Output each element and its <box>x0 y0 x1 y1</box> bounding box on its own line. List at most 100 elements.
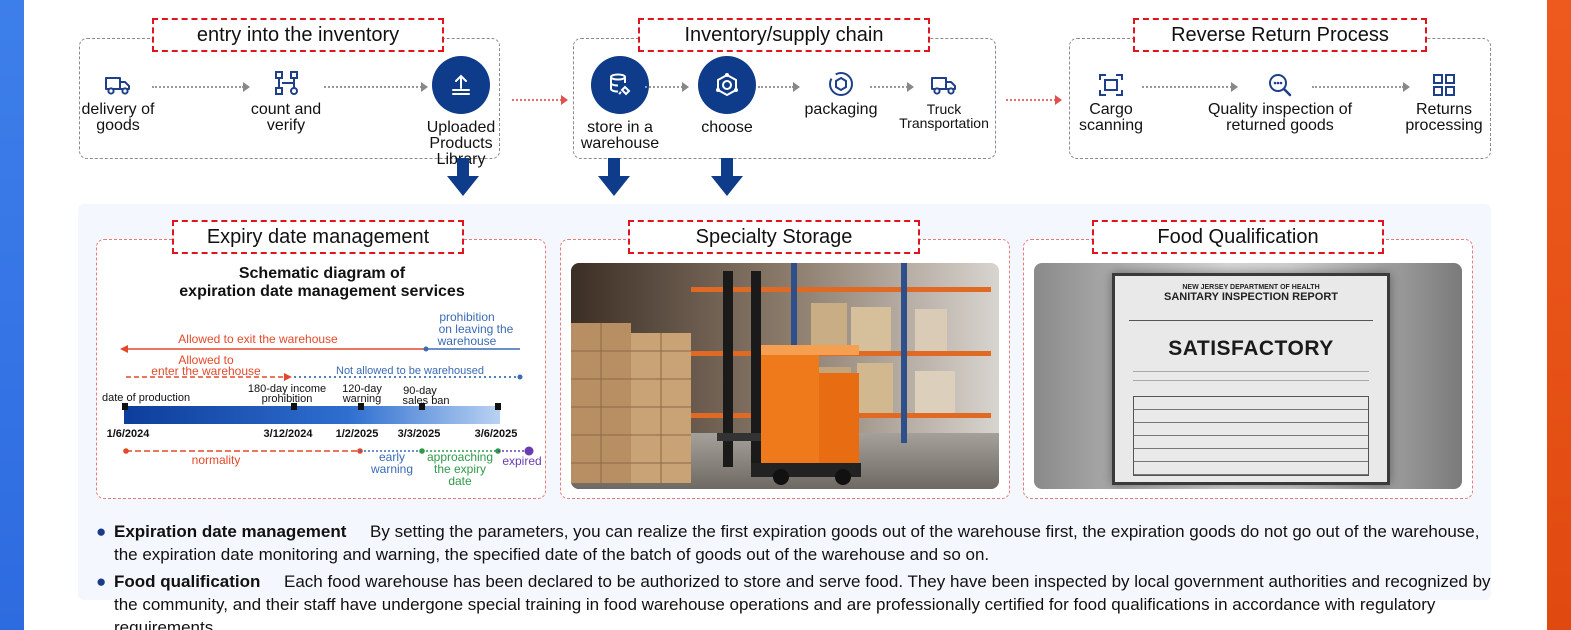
step-label: choose <box>701 119 753 136</box>
prohibition-leaving-dot <box>423 346 429 352</box>
entry-section-title: entry into the inventory <box>152 18 444 52</box>
note-text: Each food warehouse has been declared to… <box>114 572 1491 630</box>
flow-arrow <box>152 82 250 92</box>
note-expiration: ● Expiration date management By setting … <box>96 520 1496 566</box>
step-choose: choose <box>688 56 766 136</box>
not-allowed-dot <box>517 374 523 380</box>
date-label: 3/3/2025 <box>398 428 441 440</box>
expiry-panel <box>96 239 546 499</box>
allowed-enter-label-1: Allowed to <box>178 353 234 367</box>
step-label: Uploaded Products Library <box>426 119 496 168</box>
report-status: SATISFACTORY <box>1168 337 1334 360</box>
timeline-marker <box>122 403 128 410</box>
allowed-enter-arrowhead <box>284 373 292 381</box>
report-document: NEW JERSEY DEPARTMENT OF HEALTH SANITARY… <box>1112 273 1390 485</box>
flow-arrow <box>1142 82 1238 92</box>
date-label: 1/6/2024 <box>107 428 151 440</box>
note-heading: Food qualification <box>114 572 261 591</box>
warning-label-2: warning <box>342 393 382 405</box>
not-allowed-label: Not allowed to be warehoused <box>336 365 484 377</box>
allowed-exit-label: Allowed to exit the warehouse <box>178 332 338 346</box>
expired-label: expired <box>502 454 541 468</box>
report-title: SANITARY INSPECTION REPORT <box>1164 291 1338 303</box>
database-icon <box>610 73 631 96</box>
expired-dot <box>524 446 534 456</box>
flow-arrow <box>870 82 914 92</box>
timeline-marker <box>419 403 425 410</box>
prohibition-label-2: on leaving the <box>439 322 514 336</box>
package-icon <box>829 72 853 96</box>
step-delivery-of-goods: delivery of goods <box>80 72 156 134</box>
step-store-in-a-warehouse: store in a warehouse <box>572 56 668 152</box>
supply-section-title: Inventory/supply chain <box>638 18 930 52</box>
scan-icon <box>1099 74 1123 96</box>
allowed-enter-label-2: enter the warehouse <box>151 364 261 378</box>
prohibition-label-1: prohibition <box>439 310 494 324</box>
step-label: count and verify <box>250 101 322 134</box>
step-cargo-scanning: Cargo scanning <box>1072 72 1150 134</box>
step-returns-processing: Returns processing <box>1398 72 1490 134</box>
upload-icon <box>452 74 470 95</box>
step-label: delivery of goods <box>81 101 155 134</box>
note-text: By setting the parameters, you can reali… <box>114 522 1480 564</box>
timeline-marker <box>291 403 297 410</box>
flow-arrow <box>758 82 800 92</box>
step-uploaded-products-library: Uploaded Products Library <box>410 56 512 168</box>
step-packaging: packaging <box>798 70 884 118</box>
flow-arrow <box>1312 82 1410 92</box>
approaching-label-3: date <box>448 474 472 488</box>
magnifier-icon <box>1269 74 1292 97</box>
sanitary-report-photo: NEW JERSEY DEPARTMENT OF HEALTH SANITARY… <box>1034 263 1462 489</box>
notes-section: ● Expiration date management By setting … <box>96 520 1496 630</box>
step-label: store in a warehouse <box>580 119 660 152</box>
flow-arrow <box>645 82 689 92</box>
report-fine-print <box>1133 371 1369 381</box>
food-panel-title: Food Qualification <box>1092 220 1384 254</box>
step-label: packaging <box>804 101 878 118</box>
approaching-label-2: the expiry <box>434 462 486 476</box>
storage-panel-title: Specialty Storage <box>628 220 920 254</box>
note-heading: Expiration date management <box>114 522 347 541</box>
flowchart-icon <box>275 71 298 95</box>
report-table <box>1133 396 1369 476</box>
section-connector-arrow <box>1006 95 1062 105</box>
sales-ban-label-2: sales ban <box>402 395 449 407</box>
warehouse-forklift-photo <box>571 263 999 489</box>
section-connector-arrow <box>512 95 568 105</box>
diagram-title-line-2: expiration date management services <box>179 283 465 300</box>
bullet-icon: ● <box>96 522 107 541</box>
report-signature-line <box>1129 311 1373 321</box>
warning-label-1: 120-day <box>342 383 382 395</box>
timeline-marker <box>358 403 364 410</box>
income-label-1: 180-day income <box>248 383 326 395</box>
note-food: ● Food qualification Each food warehouse… <box>96 570 1496 630</box>
diagram-title-line-1: Schematic diagram of <box>239 265 406 282</box>
step-label: Cargo scanning <box>1078 101 1144 134</box>
step-label: Truck Transportation <box>899 101 989 131</box>
normality-label: normality <box>192 453 241 467</box>
step-truck-transportation: Truck Transportation <box>890 72 998 130</box>
date-label: 3/6/2025 <box>475 428 518 440</box>
database-icon-circle <box>591 56 649 114</box>
reverse-section-title: Reverse Return Process <box>1133 18 1427 52</box>
early-warning-label-1: early <box>379 450 405 464</box>
step-label: Quality inspection of returned goods <box>1207 101 1353 134</box>
allowed-exit-arrowhead <box>120 345 128 353</box>
expiry-diagram: Schematic diagram of expiration date man… <box>102 265 542 488</box>
approaching-label-1: approaching <box>427 450 493 464</box>
step-quality-inspection: Quality inspection of returned goods <box>1200 72 1360 134</box>
early-warning-label-2: warning <box>370 462 413 476</box>
prohibition-label-3: warehouse <box>437 334 497 348</box>
timeline-bar <box>124 406 500 424</box>
hub-icon <box>716 73 738 97</box>
step-count-and-verify: count and verify <box>244 70 328 134</box>
date-of-production-label: date of production <box>102 392 190 404</box>
normality-dot <box>123 448 129 454</box>
truck-icon <box>931 77 956 95</box>
bullet-icon: ● <box>96 572 107 591</box>
flow-arrow <box>324 82 428 92</box>
expiry-panel-title: Expiry date management <box>172 220 464 254</box>
truck-icon <box>105 77 130 95</box>
grid-icon <box>1433 74 1455 96</box>
right-accent-bar <box>1547 0 1571 630</box>
